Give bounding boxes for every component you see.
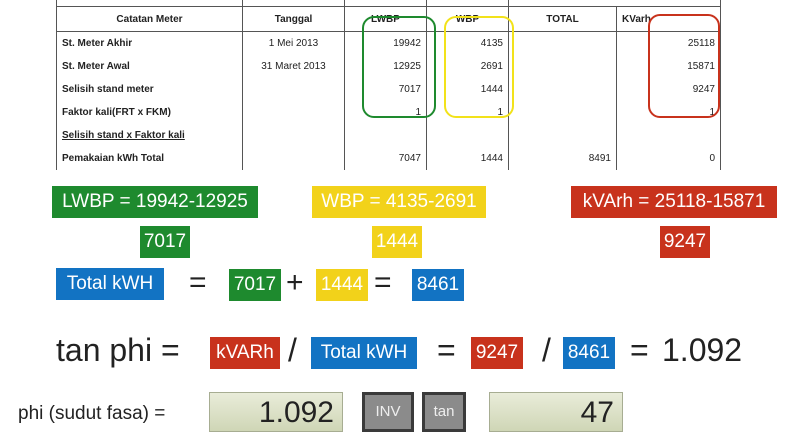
table-row: Selisih stand x Faktor kali — [56, 124, 721, 147]
row-label: St. Meter Akhir — [56, 31, 243, 55]
row-total: 8491 — [508, 147, 617, 170]
wbp-highlight-ring — [444, 16, 514, 118]
row-total — [508, 101, 617, 124]
row-label: Faktor kali(FRT x FKM) — [56, 101, 243, 124]
calculator-result-display: 47 — [489, 392, 623, 432]
row-date — [242, 147, 345, 170]
kvarh-label-badge: kVARh — [210, 337, 280, 369]
kvarh-highlight-ring — [648, 14, 720, 118]
wbp-value-badge: 1444 — [316, 269, 368, 301]
row-label: Selisih stand meter — [56, 78, 243, 101]
row-label: Pemakaian kWh Total — [56, 147, 243, 170]
row-date — [242, 124, 345, 147]
equals-sign: = — [630, 332, 649, 368]
divide-sign: / — [288, 332, 297, 368]
lwbp-formula-badge: LWBP = 19942-12925 — [52, 186, 258, 218]
row-date — [242, 101, 345, 124]
row-label: Selisih stand x Faktor kali — [56, 124, 243, 147]
row-date — [242, 78, 345, 101]
tan-key-button[interactable]: tan — [422, 392, 466, 432]
lwbp-value-badge: 7017 — [229, 269, 281, 301]
phi-label: phi (sudut fasa) = — [18, 403, 166, 424]
row-date: 31 Maret 2013 — [242, 55, 345, 78]
kvarh-value-badge: 9247 — [471, 337, 523, 369]
table-row: St. Meter Akhir 1 Mei 2013 19942 4135 25… — [56, 31, 721, 55]
equals-sign: = — [189, 266, 207, 299]
row-lwbp — [344, 124, 427, 147]
header-total: TOTAL — [508, 6, 617, 32]
tan-phi-result: 1.092 — [662, 332, 743, 368]
total-kwh-value-badge: 8461 — [412, 269, 464, 301]
row-kvarh: 25118 — [616, 31, 721, 55]
row-lwbp: 7047 — [344, 147, 427, 170]
row-wbp — [426, 124, 509, 147]
kvarh-formula-badge: kVArh = 25118-15871 — [571, 186, 777, 218]
row-total — [508, 55, 617, 78]
header-kvarh: KVarh — [616, 6, 721, 32]
meter-reading-table: Catatan Meter Tanggal LWBP WBP TOTAL KVa… — [56, 0, 721, 183]
row-kvarh: 15871 — [616, 55, 721, 78]
row-date: 1 Mei 2013 — [242, 31, 345, 55]
header-catatan-meter: Catatan Meter — [56, 6, 243, 32]
tan-phi-label: tan phi = — [56, 332, 180, 368]
equals-sign: = — [374, 266, 392, 299]
lwbp-result-badge: 7017 — [140, 226, 190, 258]
equals-sign: = — [437, 332, 456, 368]
plus-sign: + — [286, 266, 304, 299]
row-kvarh: 9247 — [616, 78, 721, 101]
inv-key-button[interactable]: INV — [362, 392, 414, 432]
total-kwh-label-badge: Total kWH — [56, 268, 164, 300]
divide-sign: / — [542, 332, 551, 368]
table-header-row: Catatan Meter Tanggal LWBP WBP TOTAL KVa… — [56, 6, 721, 32]
header-tanggal: Tanggal — [242, 6, 345, 32]
row-total — [508, 78, 617, 101]
row-total — [508, 124, 617, 147]
row-total — [508, 31, 617, 55]
row-label: St. Meter Awal — [56, 55, 243, 78]
table-row: St. Meter Awal 31 Maret 2013 12925 2691 … — [56, 55, 721, 78]
lwbp-highlight-ring — [362, 16, 436, 118]
wbp-result-badge: 1444 — [372, 226, 422, 258]
row-kvarh: 0 — [616, 147, 721, 170]
total-value-badge: 8461 — [563, 337, 615, 369]
table-row: Pemakaian kWh Total 7047 1444 8491 0 — [56, 147, 721, 170]
wbp-formula-badge: WBP = 4135-2691 — [312, 186, 486, 218]
total-kwh-label-badge-2: Total kWH — [311, 337, 417, 369]
table-row: Selisih stand meter 7017 1444 9247 — [56, 78, 721, 101]
row-wbp: 1444 — [426, 147, 509, 170]
row-kvarh — [616, 124, 721, 147]
kvarh-result-badge: 9247 — [660, 226, 710, 258]
calculator-display-input: 1.092 — [209, 392, 343, 432]
